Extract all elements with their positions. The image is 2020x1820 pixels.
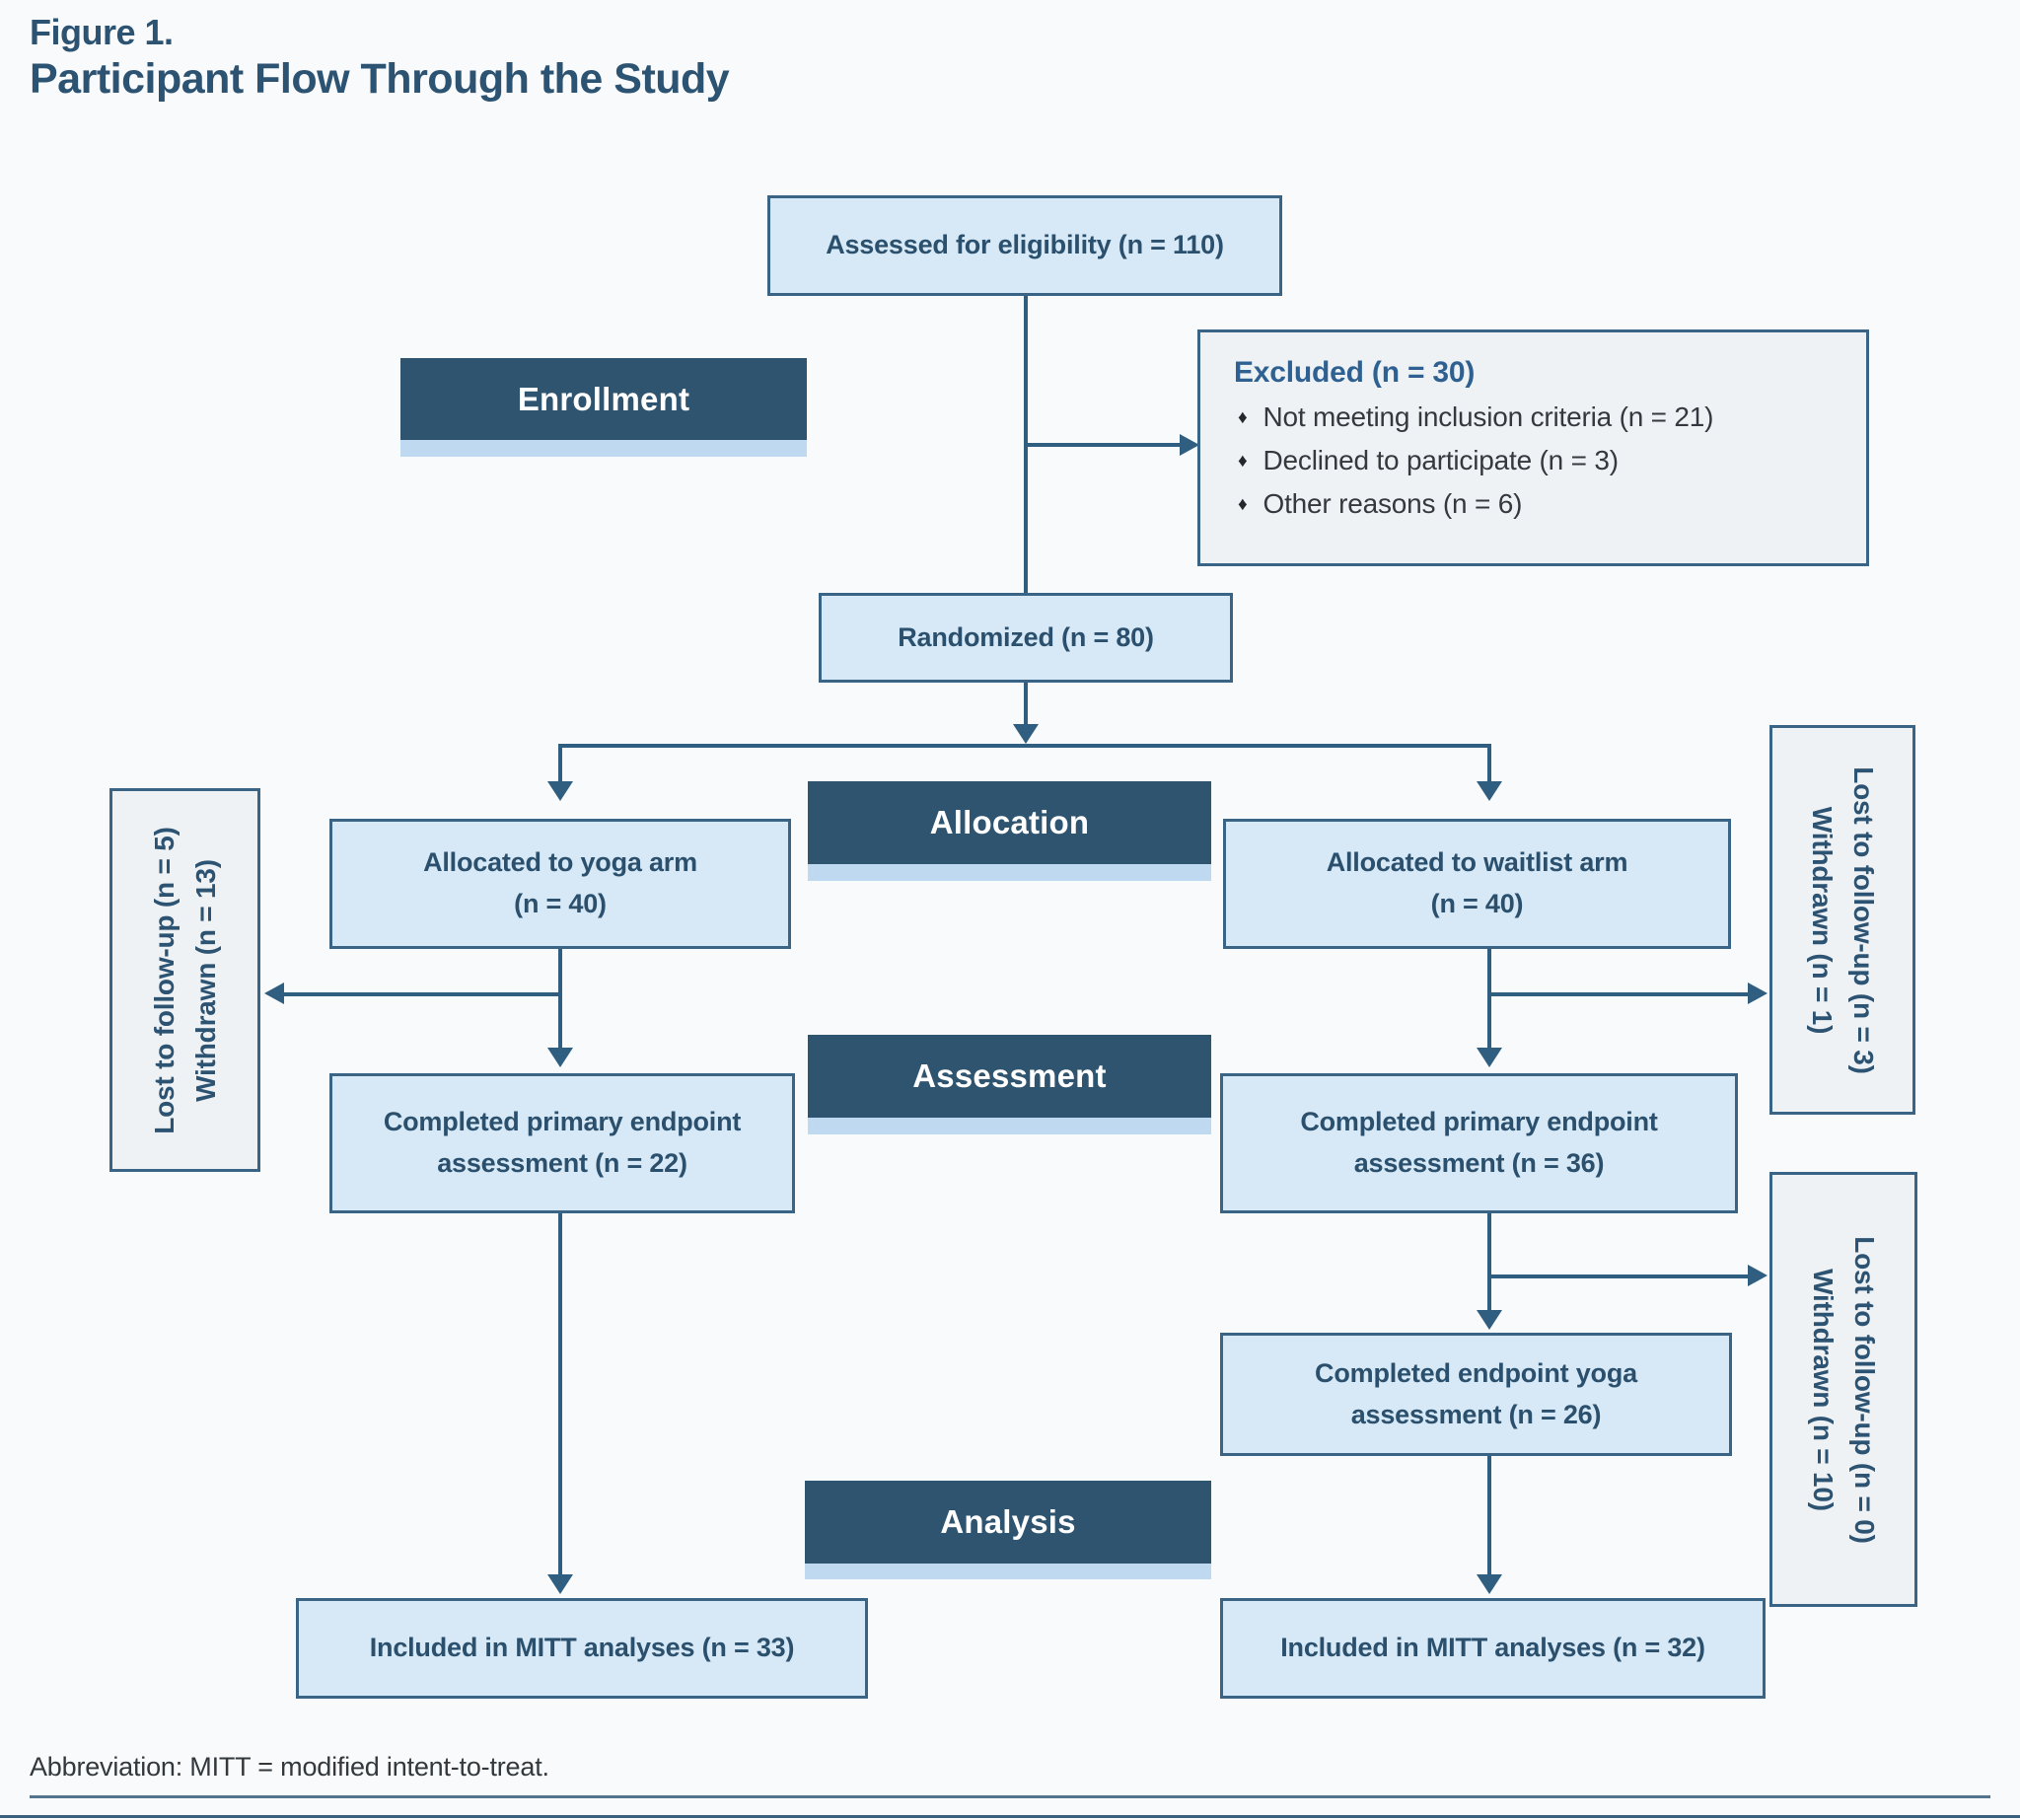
box-lost-left-line2: Withdrawn (n = 13): [189, 858, 221, 1102]
band-analysis-strip: [805, 1564, 1211, 1579]
box-mitt-waitlist: Included in MITT analyses (n = 32): [1220, 1598, 1766, 1699]
box-completed-yoga-arm-line2: assessment (n = 22): [437, 1148, 687, 1178]
connector-branch-lost-right-1: [1489, 992, 1748, 996]
arrowhead-mitt-left-icon: [547, 1574, 573, 1594]
box-completed-yoga-arm: Completed primary endpoint assessment (n…: [329, 1073, 795, 1213]
connector-waitlist-down: [1487, 949, 1491, 1048]
arrowhead-mitt-right-icon: [1477, 1574, 1502, 1594]
connector-split-left-down: [558, 744, 562, 781]
connector-branch-lost-left: [284, 992, 560, 996]
box-allocated-waitlist-line1: Allocated to waitlist arm: [1326, 847, 1628, 878]
footer-rule: [30, 1795, 1990, 1798]
box-lost-right-1-line1: Lost to follow-up (n = 3): [1848, 765, 1880, 1074]
box-completed-waitlist-arm-line1: Completed primary endpoint: [1300, 1107, 1658, 1137]
abbreviation-note: Abbreviation: MITT = modified intent-to-…: [30, 1752, 549, 1782]
band-allocation: Allocation: [808, 781, 1211, 864]
box-lost-left-text: Lost to follow-up (n = 5) Withdrawn (n =…: [144, 827, 227, 1134]
box-lost-left: Lost to follow-up (n = 5) Withdrawn (n =…: [109, 788, 260, 1172]
box-excluded: Excluded (n = 30) ♦ Not meeting inclusio…: [1197, 329, 1869, 566]
box-randomized-text: Randomized (n = 80): [898, 621, 1154, 652]
band-analysis: Analysis: [805, 1481, 1211, 1564]
connector-split: [560, 744, 1491, 748]
arrowhead-split-icon: [1013, 724, 1039, 744]
arrowhead-lost-right-2-icon: [1748, 1265, 1768, 1286]
arrowhead-alloc-left-icon: [547, 781, 573, 801]
box-completed-waitlist-arm: Completed primary endpoint assessment (n…: [1220, 1073, 1738, 1213]
box-allocated-yoga: Allocated to yoga arm (n = 40): [329, 819, 791, 949]
box-assessed: Assessed for eligibility (n = 110): [767, 195, 1282, 296]
box-completed-yoga-arm-line1: Completed primary endpoint: [383, 1107, 742, 1137]
connector-to-excluded: [1026, 443, 1182, 447]
box-mitt-yoga-text: Included in MITT analyses (n = 33): [369, 1633, 795, 1663]
box-mitt-yoga: Included in MITT analyses (n = 33): [296, 1598, 868, 1699]
arrowhead-completed-left-icon: [547, 1048, 573, 1067]
box-lost-right-2-line2: Withdrawn (n = 10): [1808, 1268, 1840, 1511]
box-allocated-yoga-line2: (n = 40): [514, 889, 607, 918]
band-allocation-strip: [808, 864, 1211, 881]
box-lost-right-2-text: Lost to follow-up (n = 0) Withdrawn (n =…: [1802, 1236, 1885, 1544]
diamond-bullet-icon: ♦: [1238, 451, 1248, 472]
arrowhead-lost-right-1-icon: [1748, 983, 1768, 1004]
band-enrollment-strip: [400, 440, 807, 457]
connector-branch-lost-right-2: [1489, 1274, 1748, 1278]
excluded-item: ♦ Declined to participate (n = 3): [1234, 445, 1842, 476]
box-lost-right-1: Lost to follow-up (n = 3) Withdrawn (n =…: [1769, 725, 1915, 1115]
box-completed-endpoint-yoga-line1: Completed endpoint yoga: [1315, 1357, 1637, 1388]
box-lost-right-2: Lost to follow-up (n = 0) Withdrawn (n =…: [1769, 1172, 1917, 1607]
box-lost-left-line1: Lost to follow-up (n = 5): [148, 826, 180, 1134]
band-assessment-strip: [808, 1118, 1211, 1134]
box-lost-right-1-text: Lost to follow-up (n = 3) Withdrawn (n =…: [1801, 766, 1884, 1074]
box-mitt-waitlist-text: Included in MITT analyses (n = 32): [1280, 1633, 1705, 1663]
connector-yoga-down: [558, 949, 562, 1048]
excluded-item: ♦ Not meeting inclusion criteria (n = 21…: [1234, 401, 1842, 433]
arrowhead-lost-left-icon: [264, 983, 284, 1004]
connector-right-to-mitt: [1487, 1456, 1491, 1574]
band-assessment: Assessment: [808, 1035, 1211, 1118]
box-lost-right-1-line2: Withdrawn (n = 1): [1807, 806, 1839, 1034]
connector-split-right-down: [1487, 744, 1491, 781]
arrowhead-excluded-icon: [1180, 434, 1199, 456]
figure-title: Participant Flow Through the Study: [30, 55, 730, 103]
box-completed-endpoint-yoga-line2: assessment (n = 26): [1350, 1399, 1602, 1429]
connector-left-to-mitt: [558, 1213, 562, 1574]
figure-label: Figure 1.: [30, 12, 174, 52]
arrowhead-alloc-right-icon: [1477, 781, 1502, 801]
box-allocated-yoga-line1: Allocated to yoga arm: [423, 847, 697, 878]
box-completed-endpoint-yoga: Completed endpoint yoga assessment (n = …: [1220, 1333, 1732, 1456]
box-assessed-text: Assessed for eligibility (n = 110): [826, 230, 1224, 260]
box-completed-waitlist-arm-line2: assessment (n = 36): [1353, 1148, 1605, 1178]
page-bottom-rule: [0, 1815, 2020, 1818]
arrowhead-yoga-endpoint-icon: [1477, 1310, 1502, 1330]
excluded-title: Excluded (n = 30): [1234, 356, 1476, 389]
excluded-item-text: Other reasons (n = 6): [1262, 488, 1523, 519]
connector-right-to-yoga-endpoint: [1487, 1213, 1491, 1310]
excluded-item-text: Declined to participate (n = 3): [1262, 445, 1620, 475]
arrowhead-completed-right-icon: [1477, 1048, 1502, 1067]
box-allocated-waitlist-line2: (n = 40): [1430, 889, 1524, 918]
box-randomized: Randomized (n = 80): [819, 593, 1233, 683]
connector-randomized-down: [1024, 683, 1028, 726]
excluded-item: ♦ Other reasons (n = 6): [1234, 488, 1842, 520]
box-allocated-waitlist: Allocated to waitlist arm (n = 40): [1223, 819, 1731, 949]
band-enrollment: Enrollment: [400, 358, 807, 440]
diamond-bullet-icon: ♦: [1238, 407, 1248, 428]
excluded-item-text: Not meeting inclusion criteria (n = 21): [1262, 401, 1714, 432]
diamond-bullet-icon: ♦: [1238, 494, 1248, 515]
box-lost-right-2-line1: Lost to follow-up (n = 0): [1849, 1235, 1881, 1544]
